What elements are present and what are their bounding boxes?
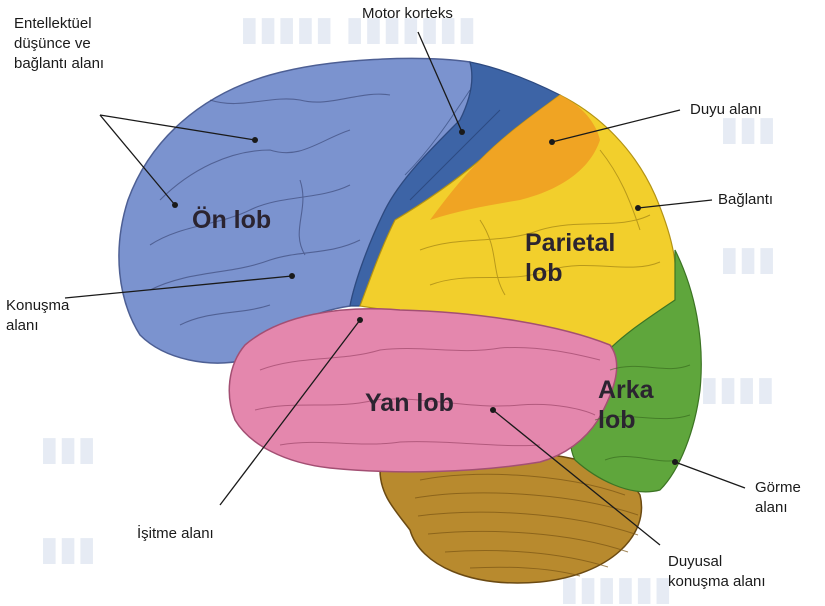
intellectual-area-label-line1: Entellektüel	[14, 15, 92, 32]
vision-area-label: Görme alanı	[755, 478, 801, 518]
svg-text:▮▮▮: ▮▮▮	[720, 109, 776, 149]
temporal-lobe-label: Yan lob	[365, 389, 454, 417]
sensory-area-region	[430, 95, 600, 220]
vision-area-label-line2: alanı	[755, 499, 788, 516]
leader-lines	[64, 31, 746, 546]
svg-text:▮▮▮: ▮▮▮	[720, 239, 776, 279]
leader-vision	[674, 461, 746, 489]
leader-hearing	[219, 319, 361, 506]
svg-text:▮▮▮: ▮▮▮	[40, 529, 96, 569]
leader-motor-cortex	[417, 31, 463, 133]
association-label: Bağlantı	[718, 191, 774, 208]
temporal-gyri	[254, 346, 601, 447]
svg-text:▮▮▮▮▮ ▮▮▮▮▮▮▮: ▮▮▮▮▮ ▮▮▮▮▮▮▮	[240, 9, 476, 49]
leader-association	[637, 199, 713, 209]
svg-text:▮▮▮: ▮▮▮	[40, 429, 96, 469]
speech-area-label-line2: alanı	[6, 317, 39, 334]
frontal-gyri	[149, 93, 391, 326]
sensory-speech-label-line1: Duyusal	[668, 553, 723, 570]
leader-speech	[64, 275, 293, 299]
parietal-gyri	[419, 149, 661, 296]
intellectual-area-label: Entellektüel düşünce ve bağlantı alanı	[14, 14, 104, 74]
occipital-lobe-label-line1: Arka	[598, 376, 654, 404]
leader-dots	[172, 129, 678, 465]
parietal-lobe-label: Parietal lob	[525, 228, 615, 288]
motor-cortex-label: Motor korteks	[362, 5, 453, 22]
motor-gyri	[404, 89, 501, 201]
occipital-lobe-label: Arka lob	[598, 375, 654, 435]
leader-intellectual-a	[99, 114, 256, 141]
sensory-speech-label: Duyusal konuşma alanı	[668, 552, 766, 592]
intellectual-area-label-line3: bağlantı alanı	[14, 55, 105, 72]
leader-intellectual-b	[99, 114, 176, 206]
sensory-area-label: Duyu alanı	[690, 101, 762, 118]
hearing-area-label: İşitme alanı	[137, 525, 214, 542]
speech-area-label-line1: Konuşma	[6, 297, 70, 314]
vision-area-label-line1: Görme	[755, 479, 801, 496]
occipital-lobe-label-line2: lob	[598, 406, 636, 434]
intellectual-area-label-line2: düşünce ve	[14, 35, 91, 52]
svg-text:▮▮▮▮: ▮▮▮▮	[700, 369, 775, 409]
leader-sensory-speech	[492, 409, 661, 546]
leader-sensory-area	[551, 109, 681, 143]
cerebellum-folds	[414, 473, 639, 577]
speech-area-label: Konuşma alanı	[6, 296, 69, 336]
frontal-lobe-label: Ön lob	[192, 206, 272, 234]
sensory-speech-label-line2: konuşma alanı	[668, 573, 766, 590]
parietal-lobe-label-line2: lob	[525, 259, 563, 287]
background-print: ▮▮▮▮▮ ▮▮▮▮▮▮▮ ▮▮▮ ▮▮▮ ▮▮▮▮ ▮▮▮ ▮▮▮ ▮▮▮▮▮…	[40, 9, 776, 606]
parietal-lobe-label-line1: Parietal	[525, 229, 616, 257]
